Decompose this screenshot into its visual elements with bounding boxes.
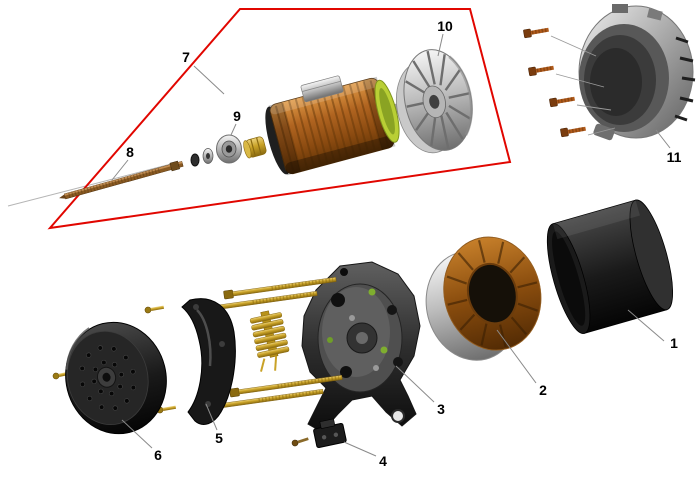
leader-lines [111, 33, 671, 457]
highlight-box [47, 8, 512, 230]
part-label-11: 11 [667, 149, 682, 165]
cover-tab [646, 8, 663, 21]
part-label-2: 2 [539, 382, 547, 398]
part-labels: 1 2 3 4 5 6 7 8 9 10 11 [126, 18, 682, 469]
part-1-cover-drawing [546, 199, 674, 334]
part-10-fan-drawing [396, 49, 474, 154]
part-label-7: 7 [182, 49, 190, 65]
part-2-stator-drawing [425, 236, 542, 361]
part-label-9: 9 [233, 108, 241, 124]
part-5-bracket-drawing [181, 298, 236, 425]
terminal-block-drawing [249, 310, 290, 372]
part-4-screw-drawing [291, 437, 309, 447]
cover-tab [612, 4, 628, 13]
part-8-shaft-drawing [59, 160, 184, 200]
part-label-5: 5 [215, 430, 223, 446]
part-3-front-bracket-drawing [301, 261, 421, 433]
shaft-washers-drawing [190, 148, 214, 167]
bolt-leader-lines [550, 35, 616, 136]
construction-lines [7, 162, 176, 207]
part-6-pulley-drawing [65, 321, 167, 435]
part-label-8: 8 [126, 144, 134, 160]
part-11-rear-cover-drawing [578, 4, 696, 141]
cover-vents [674, 36, 696, 122]
part-label-10: 10 [437, 18, 453, 34]
cover-lug [593, 123, 615, 141]
part-label-6: 6 [154, 447, 162, 463]
part-label-1: 1 [670, 335, 678, 351]
cover-bolts-drawing [523, 27, 616, 138]
part-9-bearing-drawing [216, 134, 242, 164]
part-label-3: 3 [437, 401, 445, 417]
part-7-rotor-drawing [265, 75, 407, 176]
rotor-core-lug [300, 75, 344, 103]
part-4-brush-holder-drawing [313, 418, 347, 449]
bracket-ear-hole [391, 409, 405, 423]
slip-ring-drawing [243, 136, 267, 159]
part-label-4: 4 [379, 453, 387, 469]
